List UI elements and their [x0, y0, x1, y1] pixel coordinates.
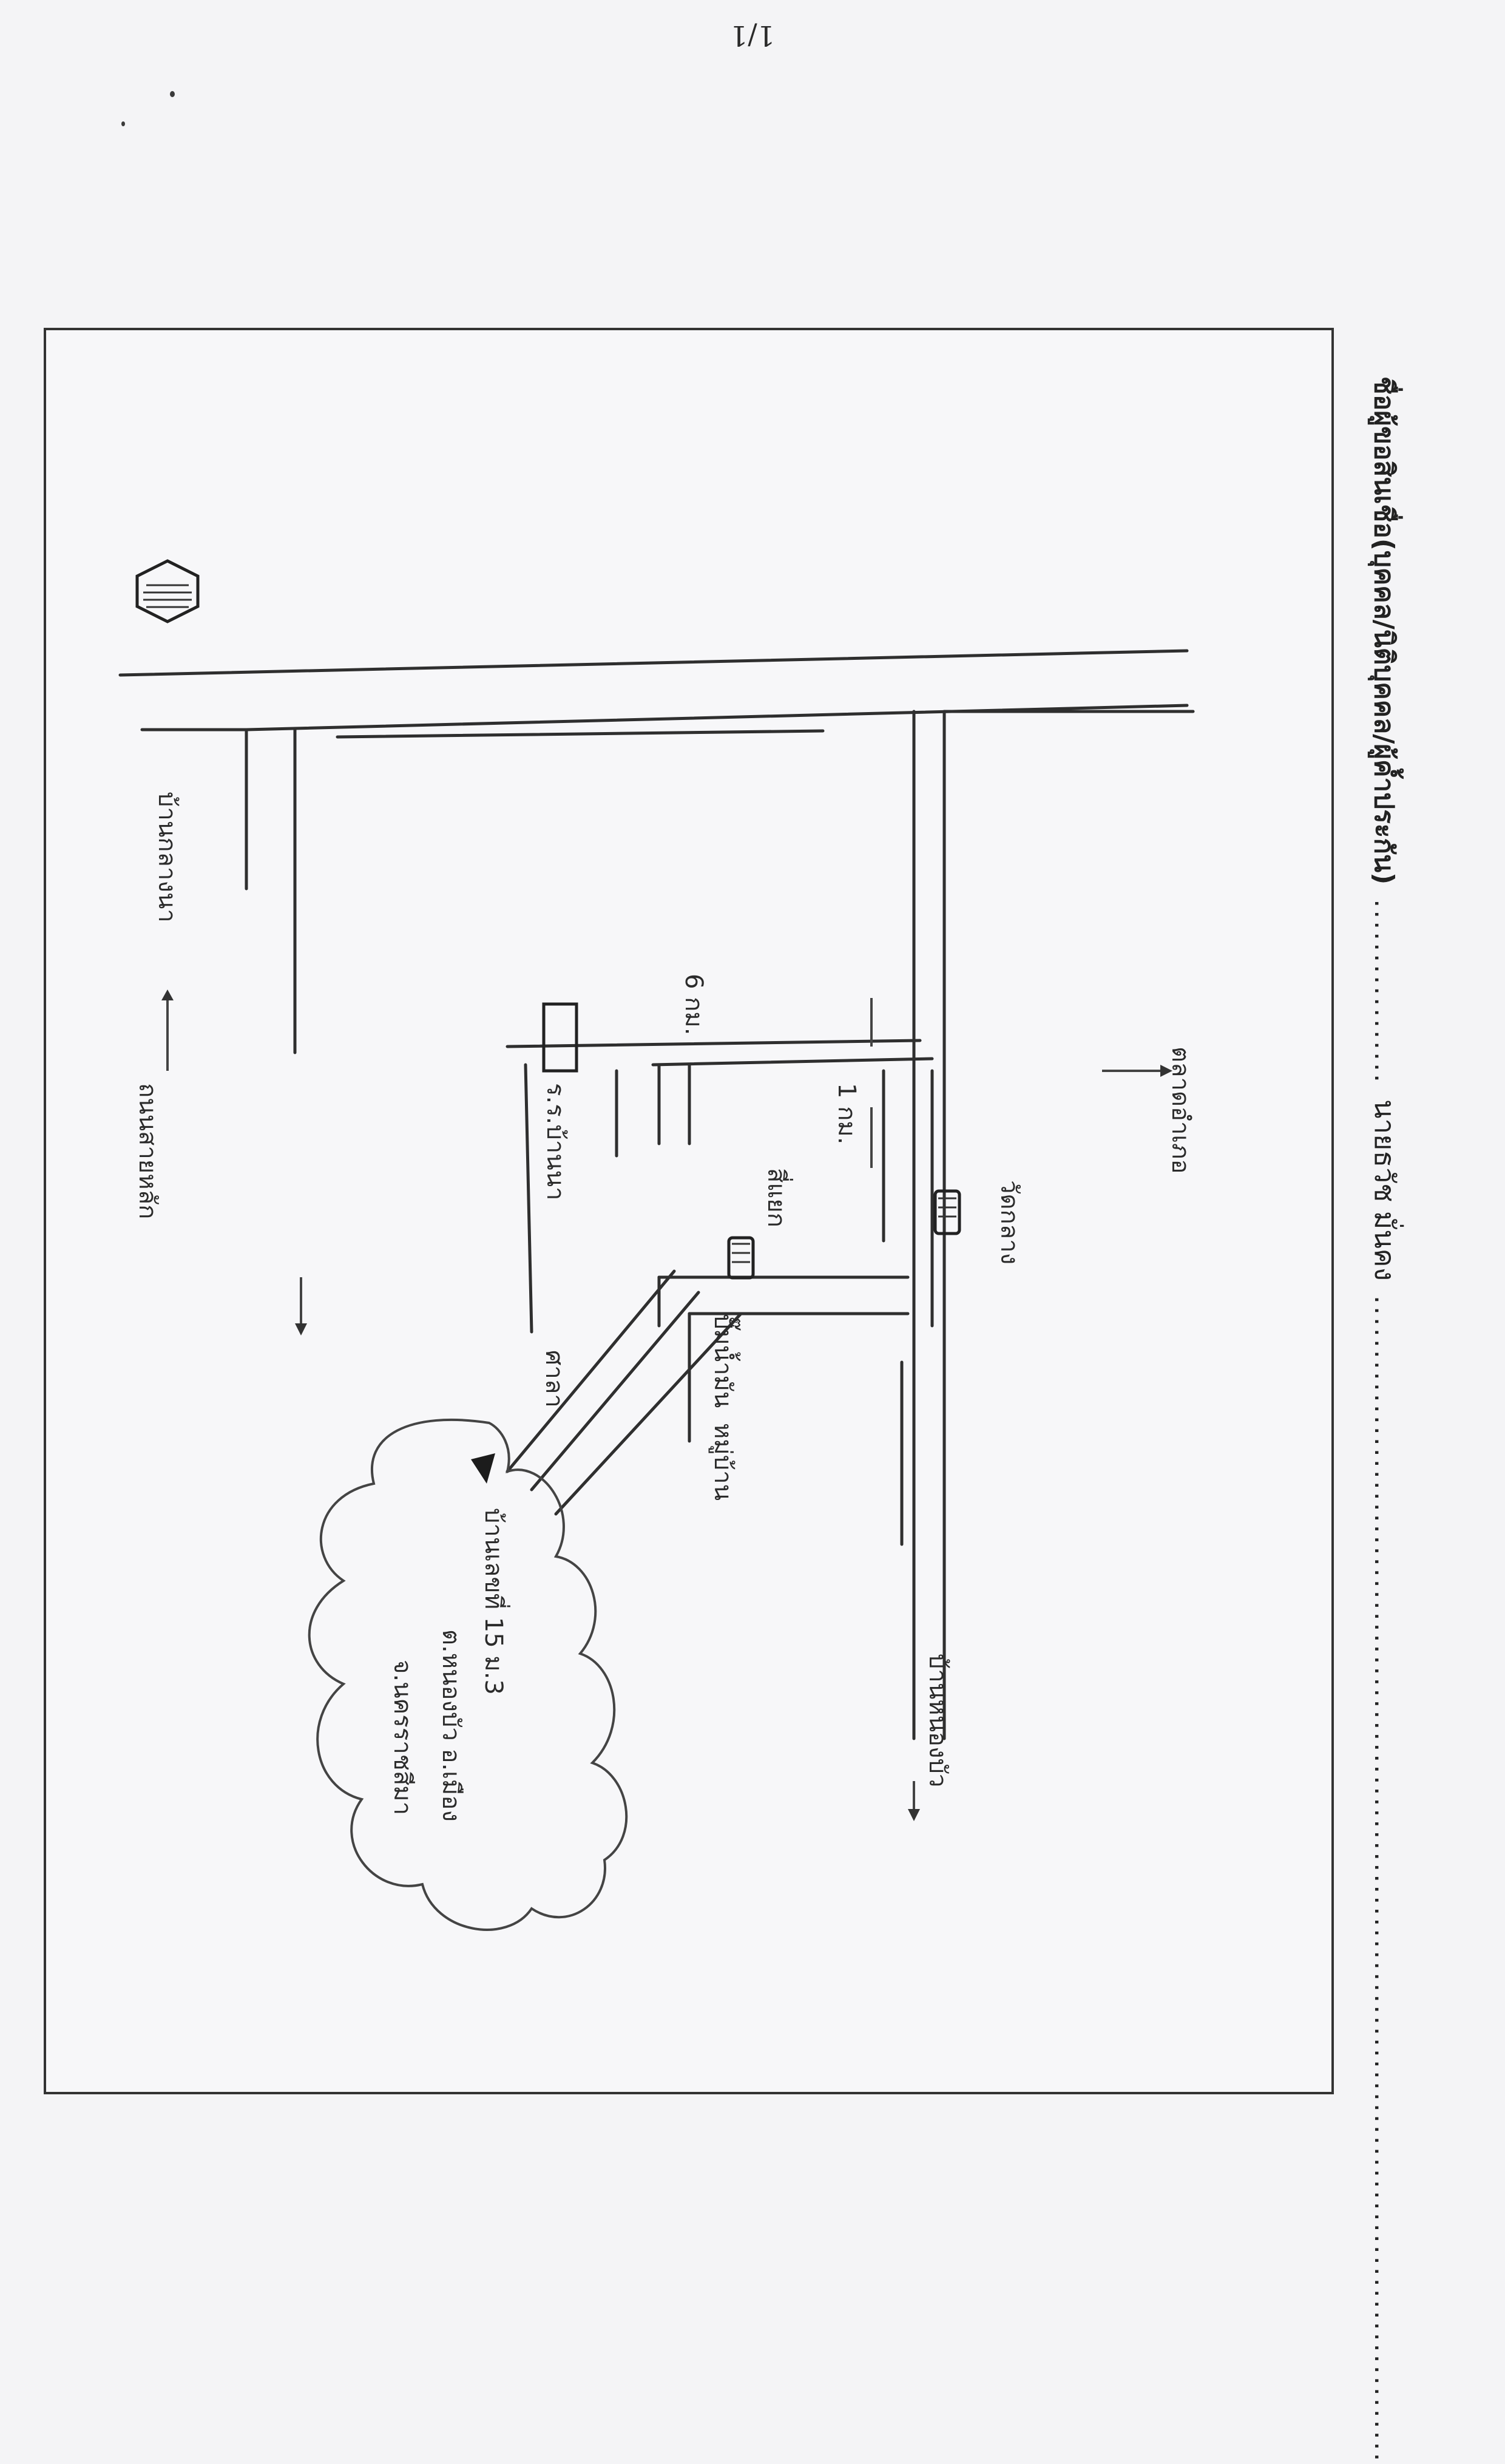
temple-icon	[933, 1189, 961, 1235]
label-top-left-place: บ้านกลางนา	[153, 792, 181, 923]
village-hexagon	[135, 559, 200, 623]
label-location-addr2: จ.นครราชสีมา	[388, 1660, 416, 1816]
label-road-6km: 6 กม.	[680, 974, 708, 1036]
label-road-1km: 1 กม.	[833, 1083, 861, 1145]
paper-speck	[170, 91, 175, 97]
hand-drawn-map	[118, 559, 1195, 1931]
school-building	[542, 1002, 578, 1073]
label-bottom-road: บ้านหนองบัว	[924, 1654, 952, 1788]
road-edge	[336, 729, 825, 739]
applicant-name: นายธวัช มั่นคง	[1368, 1099, 1401, 1281]
main-road-line	[118, 649, 1189, 677]
cross-road	[506, 1039, 922, 1048]
label-village: หมู่บ้าน	[709, 1423, 737, 1501]
paper-speck	[121, 121, 125, 126]
arrow-head	[1160, 1065, 1172, 1077]
main-road-line	[245, 704, 1189, 731]
label-temple: วัดกลาง	[995, 1180, 1023, 1265]
applicant-header: ชื่อผู้ขอสินเชื่อ(บุคคล/นิติบุคคล/ผู้ค้ำ…	[1362, 376, 1407, 2464]
cross-road	[651, 1057, 934, 1067]
location-cloud-outline	[308, 1418, 628, 1931]
diagonal-road	[506, 1269, 676, 1473]
applicant-field-label: ชื่อผู้ขอสินเชื่อ(บุคคล/นิติบุคคล/ผู้ค้ำ…	[1368, 376, 1399, 885]
location-marker-icon	[471, 1453, 495, 1484]
leader-dots: ........................................…	[1368, 1295, 1399, 2464]
arrow-head	[908, 1809, 920, 1821]
label-location-addr1: ต.หนองบัว อ.เมือง	[437, 1629, 465, 1822]
leader-dots: .................	[1368, 899, 1399, 1085]
label-top-right-place: ตลาดอำเภอ	[1166, 1047, 1194, 1174]
label-left-road: ถนนสายหลัก	[134, 1083, 161, 1220]
label-temple-corner: ศาลา	[540, 1350, 568, 1408]
shop-icon	[727, 1236, 755, 1280]
diagonal-road	[554, 1312, 743, 1516]
label-cross-road: สี่แยก	[762, 1168, 790, 1227]
arrow-head	[161, 989, 174, 1000]
diagonal-road	[530, 1291, 700, 1492]
page-number: 1/1	[729, 19, 775, 52]
map-frame: บ้านกลางนา ตลาดอำเภอ ถนนสายหลัก ร.ร.บ้าน…	[44, 328, 1334, 2094]
road-edge	[524, 1063, 533, 1334]
label-shop: ปั๊มน้ำมัน	[709, 1314, 737, 1408]
label-location-name: บ้านเลขที่ 15 ม.3	[479, 1508, 507, 1695]
arrow-head	[295, 1323, 307, 1336]
label-school: ร.ร.บ้านนา	[541, 1083, 569, 1201]
